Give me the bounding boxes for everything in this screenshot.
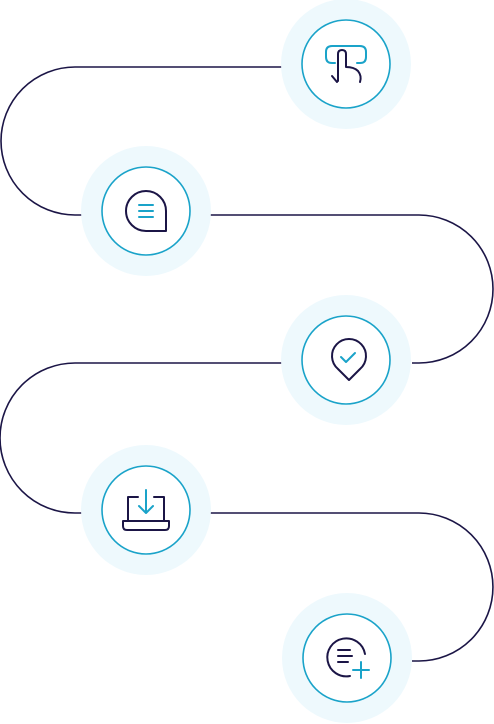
step-5-ring (302, 613, 392, 703)
step-3-ring (301, 315, 391, 405)
step-1 (281, 0, 411, 129)
tap-button-icon (325, 45, 367, 83)
connector-1-2 (0, 66, 282, 216)
connector-4-5 (210, 512, 494, 662)
laptop-download-icon (122, 489, 170, 531)
add-note-icon (326, 637, 370, 679)
connector-2-3 (210, 214, 494, 364)
step-5 (282, 593, 412, 723)
step-3 (281, 295, 411, 425)
connector-3-4 (0, 362, 282, 514)
step-4 (81, 445, 211, 575)
chat-bubble-icon (125, 190, 167, 232)
step-2 (81, 146, 211, 276)
location-check-icon (331, 338, 367, 381)
connector-path (0, 66, 494, 662)
